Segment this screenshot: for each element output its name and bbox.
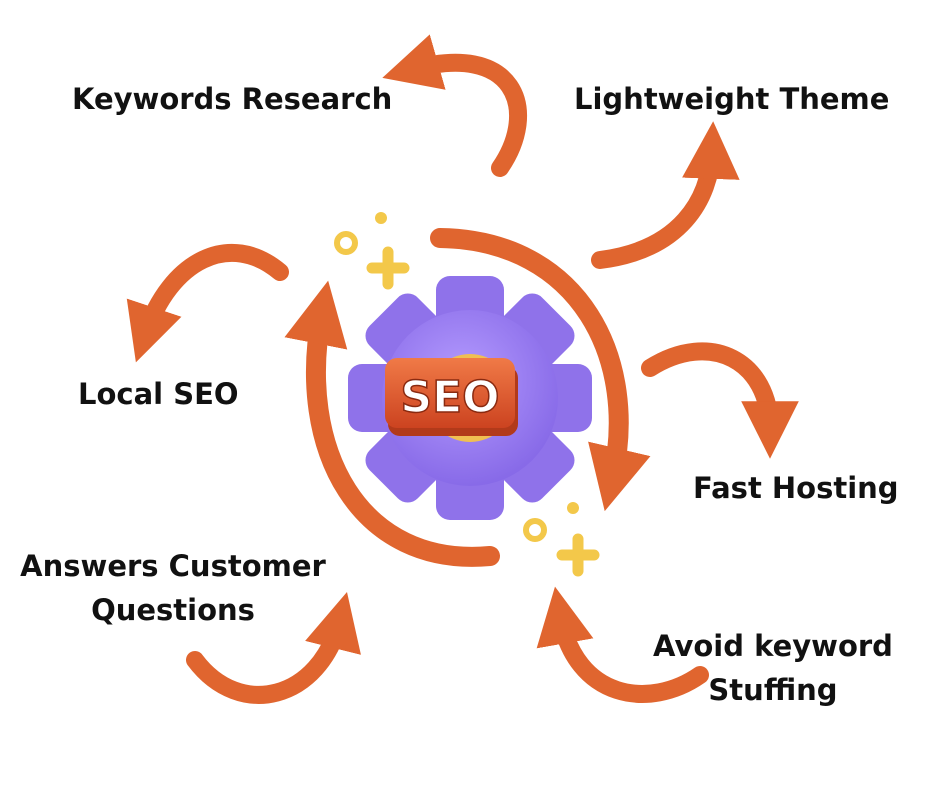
arrow-avoid: [536, 586, 709, 703]
label-answers-line2: Questions: [91, 593, 255, 627]
arrow-hosting: [641, 342, 799, 459]
arrow-keywords: [382, 34, 527, 177]
arrow-theme: [591, 121, 740, 269]
label-lightweight-theme: Lightweight Theme: [574, 82, 890, 116]
arrow-answers: [186, 592, 361, 704]
cycle-arrow-left: [284, 280, 500, 567]
seo-badge: SEO: [385, 358, 518, 436]
seo-badge-text: SEO: [400, 372, 499, 423]
label-answers-customer-questions: Answers Customer Questions: [20, 544, 326, 632]
cycle-arrow-right: [430, 228, 651, 512]
label-answers-line1: Answers Customer: [20, 549, 326, 583]
label-local-seo: Local SEO: [78, 377, 239, 411]
label-avoid-line2: Stuffing: [708, 673, 838, 707]
sparkles-top: [334, 212, 410, 290]
label-avoid-line1: Avoid keyword: [653, 629, 893, 663]
label-avoid-keyword-stuffing: Avoid keyword Stuffing: [648, 624, 898, 712]
label-keywords-research: Keywords Research: [72, 82, 393, 116]
sparkles-bottom: [523, 502, 600, 577]
label-fast-hosting: Fast Hosting: [693, 471, 899, 505]
arrow-local: [126, 244, 289, 363]
